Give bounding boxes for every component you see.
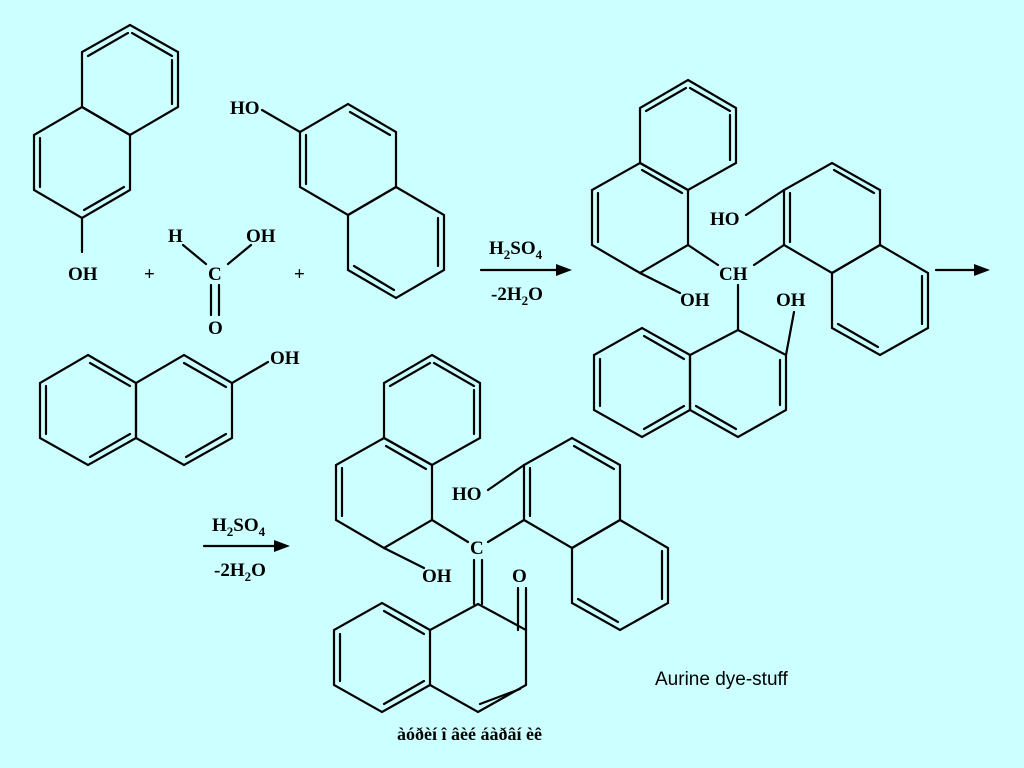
- plus-sign-1: +: [144, 264, 155, 285]
- formic-acid: H OH C O: [168, 226, 276, 339]
- caption-aurine: Aurine dye-stuff: [655, 669, 788, 690]
- reactant-naphthol-2: HO: [230, 98, 446, 300]
- intermediate-structure: OH CH HO OH: [590, 78, 930, 439]
- intermediate-ho-label: HO: [710, 209, 740, 230]
- reactant-naphthol-1: OH: [32, 23, 180, 285]
- intermediate-oh-left: OH: [680, 290, 710, 311]
- naphthol-3-oh-label: OH: [270, 348, 300, 369]
- product-ho-label: HO: [452, 484, 482, 505]
- formic-h-label: H: [168, 226, 183, 247]
- arrow-2-condition: -2H2O: [214, 560, 266, 584]
- product-o-label: O: [512, 566, 527, 587]
- formic-c-label: C: [208, 264, 222, 285]
- arrow-1-reagent: H2SO4: [489, 238, 543, 262]
- arrow-1-condition: -2H2O: [491, 284, 543, 308]
- arrow-1: H2SO4 -2H2O: [479, 238, 572, 308]
- plus-sign-2: +: [294, 264, 305, 285]
- product-oh-label: OH: [422, 566, 452, 587]
- arrow-2-reagent: H2SO4: [212, 515, 266, 539]
- naphthol-2-ho-label: HO: [230, 98, 260, 119]
- product-c-label: C: [470, 538, 484, 559]
- arrow-2: H2SO4 -2H2O: [202, 515, 290, 584]
- formic-oh-label: OH: [246, 226, 276, 247]
- naphthol-1-oh-label: OH: [68, 264, 98, 285]
- intermediate-ch-label: CH: [719, 264, 748, 285]
- arrow-continue: [934, 264, 990, 276]
- formic-o-label: O: [208, 318, 223, 339]
- reactant-naphthol-3: OH: [38, 348, 300, 467]
- intermediate-oh-right: OH: [776, 290, 806, 311]
- footer-garbled-text: àóðèí î âèé áàðâí èê: [397, 724, 542, 744]
- product-structure: OH C HO O: [332, 353, 670, 714]
